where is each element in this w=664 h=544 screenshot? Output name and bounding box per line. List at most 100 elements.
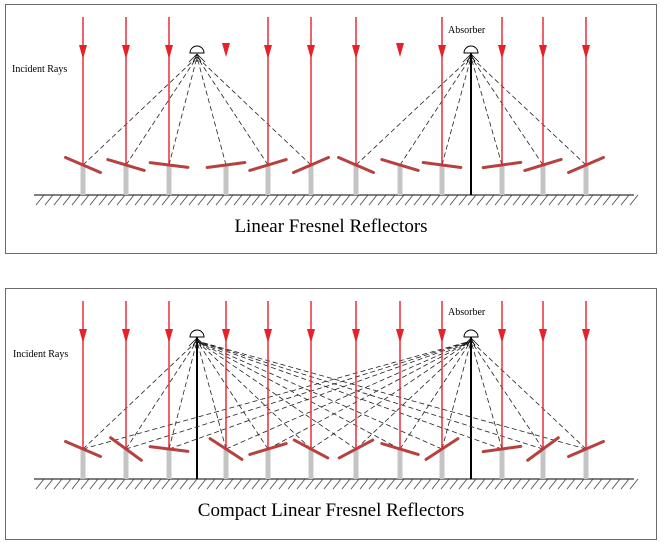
ground-hatch [53,194,63,206]
absorber-receiver [189,45,205,54]
absorber-flux-line [466,53,472,63]
ground-hatch [593,478,603,490]
clfr-diagram [34,301,639,490]
ground-hatch [179,478,189,490]
reflected-ray [399,56,472,166]
reflected-ray [196,340,312,450]
reflected-ray [168,340,472,450]
incident-ray-arrowhead [396,43,404,57]
reflected-ray [196,56,312,166]
absorber-flux-line [462,337,472,347]
ground-hatch [71,194,81,206]
incident-ray-arrowhead [438,45,446,59]
reflector-mirror [380,158,420,172]
reflector-post [439,449,445,479]
ground-hatch [350,478,360,490]
ground-hatch [206,194,216,206]
incident-ray-arrowhead [307,329,315,343]
ground-hatch [584,478,594,490]
reflected-ray [125,340,198,450]
ground-hatch [431,478,441,490]
reflector-post [583,449,589,479]
ground-hatch [35,194,45,206]
ground-hatch [557,194,567,206]
absorber-flux-line [192,337,198,347]
reflector-post [123,165,129,195]
ground-hatch [260,478,270,490]
ground-hatch [350,194,360,206]
incident-ray-arrowhead [222,329,230,343]
ground-hatch [494,478,504,490]
ground-hatch [116,194,126,206]
ground-hatch [143,194,153,206]
incident-ray-arrowhead [122,45,130,59]
ground-hatch [170,194,180,206]
ground-hatch [188,478,198,490]
incident-ray-arrowhead [264,329,272,343]
reflected-ray [470,56,544,166]
ground-hatch [161,478,171,490]
reflected-ray [355,56,472,166]
ground-hatch [476,194,486,206]
ground-hatch [98,478,108,490]
ground-hatch [125,478,135,490]
absorber-flux-line [196,53,206,63]
ground-hatch [233,478,243,490]
reflected-ray [196,340,503,450]
reflected-ray [196,340,269,450]
reflected-ray [125,56,198,166]
ground-hatch [485,194,495,206]
ground-hatch [377,194,387,206]
ground-hatch [323,194,333,206]
absorber-receiver [463,329,479,338]
ground-hatch [458,478,468,490]
reflected-ray [168,340,198,450]
incident-ray-arrowhead [539,329,547,343]
ground-hatch [548,194,558,206]
ground-hatch [485,478,495,490]
ground-hatch [278,194,288,206]
ground-hatch [107,478,117,490]
ground-hatch [215,194,225,206]
ground-hatch [503,194,513,206]
ground-hatch [575,478,585,490]
reflected-ray [470,340,587,450]
ground-hatch [134,478,144,490]
ground-hatch [602,478,612,490]
ground-hatch [530,194,540,206]
reflector-post [308,449,314,479]
ground-hatch [287,478,297,490]
ground-hatch [296,194,306,206]
ground-hatch [341,478,351,490]
ground-hatch [152,194,162,206]
ground-hatch [161,194,171,206]
ground-hatch [71,478,81,490]
ground-hatch [134,194,144,206]
ground-hatch [242,194,252,206]
reflected-ray [196,340,401,450]
absorber-flux-line [466,337,472,347]
reflector-post [80,165,86,195]
ground-hatch [125,194,135,206]
diagram-title: Linear Fresnel Reflectors [234,216,428,237]
incident-ray-arrowhead [352,329,360,343]
incident-ray-arrowhead [498,45,506,59]
ground-hatch [98,194,108,206]
ground-hatch [80,478,90,490]
ground-hatch [197,478,207,490]
incident-ray-arrowhead [264,45,272,59]
reflected-ray [82,340,198,450]
ground-hatch [512,194,522,206]
reflected-ray [267,340,472,450]
absorber-receiver [463,45,479,54]
ground-hatch [593,194,603,206]
ground-hatch [170,478,180,490]
lfr-diagram [34,17,639,206]
ground-hatch [566,478,576,490]
absorber-label: Absorber [448,25,486,36]
ground-hatch [413,478,423,490]
reflected-ray [470,56,503,166]
ground-hatch [611,194,621,206]
ground-hatch [584,194,594,206]
ground-hatch [395,478,405,490]
